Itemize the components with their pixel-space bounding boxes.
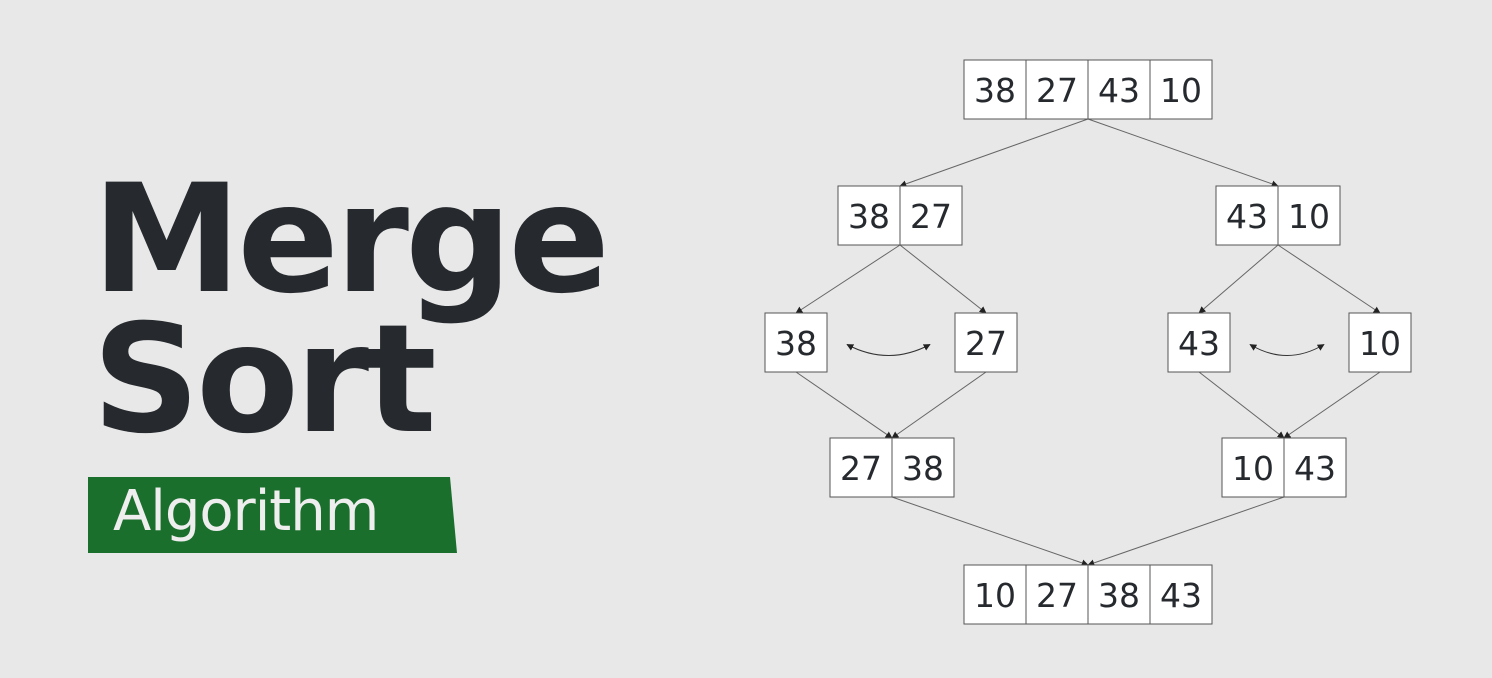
edge-leaf-10-to-merged-right [1283, 371, 1381, 439]
array-cell: 27 [829, 437, 893, 498]
array-cell-value: 38 [848, 197, 890, 236]
array-cell-value: 38 [1098, 576, 1140, 615]
swap-arrows-layer [846, 344, 1325, 356]
array-cell-box [1348, 312, 1412, 373]
array-cell-value: 27 [840, 449, 882, 488]
edges-layer [795, 118, 1381, 567]
array-cell-value: 38 [775, 324, 817, 363]
array-cell: 43 [1283, 437, 1347, 498]
array-cell-box [1283, 437, 1347, 498]
array-node-merged-right: 10 43 [1221, 437, 1347, 498]
array-cell-value: 10 [1359, 324, 1401, 363]
array-cell-box [1221, 437, 1285, 498]
array-cell-box [954, 312, 1018, 373]
array-node-leaf-43: 43 [1167, 312, 1231, 373]
array-cell-value: 27 [910, 197, 952, 236]
array-cell-value: 38 [974, 71, 1016, 110]
array-cell: 43 [1149, 564, 1213, 625]
swap-arrow-leaf-38-leaf-27 [846, 344, 931, 356]
array-cell: 38 [963, 59, 1027, 120]
array-cell-box [1167, 312, 1231, 373]
array-cell: 38 [764, 312, 828, 373]
edge-root-to-right-half [1087, 118, 1279, 188]
array-cell-value: 43 [1098, 71, 1140, 110]
title-merge: Merge [92, 153, 610, 327]
array-cell: 10 [963, 564, 1027, 625]
array-cell-box [1149, 59, 1213, 120]
title-sort: Sort [92, 293, 437, 467]
algorithm-banner [88, 477, 457, 553]
array-cell-value: 43 [1160, 576, 1202, 615]
array-cell: 43 [1087, 59, 1151, 120]
array-cell-value: 10 [1288, 197, 1330, 236]
edge-right-half-to-leaf-43 [1198, 244, 1279, 314]
array-cell-box [1087, 564, 1151, 625]
algorithm-label: Algorithm [113, 479, 379, 544]
array-cell-box [1149, 564, 1213, 625]
array-cell: 10 [1149, 59, 1213, 120]
array-cell-box [963, 564, 1027, 625]
array-cell-box [891, 437, 955, 498]
edge-merged-left-to-result [891, 496, 1089, 567]
array-node-leaf-38: 38 [764, 312, 828, 373]
array-cell: 43 [1215, 185, 1279, 246]
array-cell-box [1277, 185, 1341, 246]
array-cell-value: 43 [1294, 449, 1336, 488]
edge-leaf-27-to-merged-left [891, 371, 987, 439]
array-cell: 10 [1348, 312, 1412, 373]
array-node-merged-left: 27 38 [829, 437, 955, 498]
array-cell-value: 27 [1036, 576, 1078, 615]
array-cell-value: 43 [1178, 324, 1220, 363]
array-cell-box [1025, 564, 1089, 625]
array-cell: 27 [1025, 59, 1089, 120]
array-cell: 27 [899, 185, 963, 246]
edge-root-to-left-half [899, 118, 1089, 188]
array-cell-value: 10 [1232, 449, 1274, 488]
array-node-root: 38 27 43 10 [963, 59, 1213, 120]
array-cell-value: 10 [974, 576, 1016, 615]
array-cell-box [764, 312, 828, 373]
array-cell-box [1025, 59, 1089, 120]
array-cell-value: 27 [965, 324, 1007, 363]
array-cell-box [829, 437, 893, 498]
array-cell-value: 38 [902, 449, 944, 488]
array-cell: 38 [837, 185, 901, 246]
array-cell-value: 10 [1160, 71, 1202, 110]
array-cell: 38 [1087, 564, 1151, 625]
edge-left-half-to-leaf-27 [899, 244, 987, 314]
array-node-result: 10 27 38 43 [963, 564, 1213, 625]
array-cell-box [899, 185, 963, 246]
array-cell: 27 [1025, 564, 1089, 625]
array-cell: 10 [1277, 185, 1341, 246]
edge-leaf-38-to-merged-left [795, 371, 893, 439]
array-cell-box [1087, 59, 1151, 120]
array-cell: 43 [1167, 312, 1231, 373]
array-node-leaf-10: 10 [1348, 312, 1412, 373]
array-cell: 27 [954, 312, 1018, 373]
array-cell-value: 27 [1036, 71, 1078, 110]
edge-leaf-43-to-merged-right [1198, 371, 1285, 439]
array-node-right-half: 43 10 [1215, 185, 1341, 246]
array-node-left-half: 38 27 [837, 185, 963, 246]
edge-left-half-to-leaf-38 [795, 244, 901, 314]
array-cell: 38 [891, 437, 955, 498]
array-node-leaf-27: 27 [954, 312, 1018, 373]
swap-arrow-leaf-43-leaf-10 [1249, 344, 1325, 356]
nodes-layer: 38 27 43 10 38 27 43 10 38 27 43 10 27 38 10 43 10 27 38 43 [764, 59, 1412, 625]
array-cell-box [963, 59, 1027, 120]
edge-merged-right-to-result [1087, 496, 1285, 567]
array-cell-value: 43 [1226, 197, 1268, 236]
array-cell: 10 [1221, 437, 1285, 498]
array-cell-box [1215, 185, 1279, 246]
edge-right-half-to-leaf-10 [1277, 244, 1381, 314]
